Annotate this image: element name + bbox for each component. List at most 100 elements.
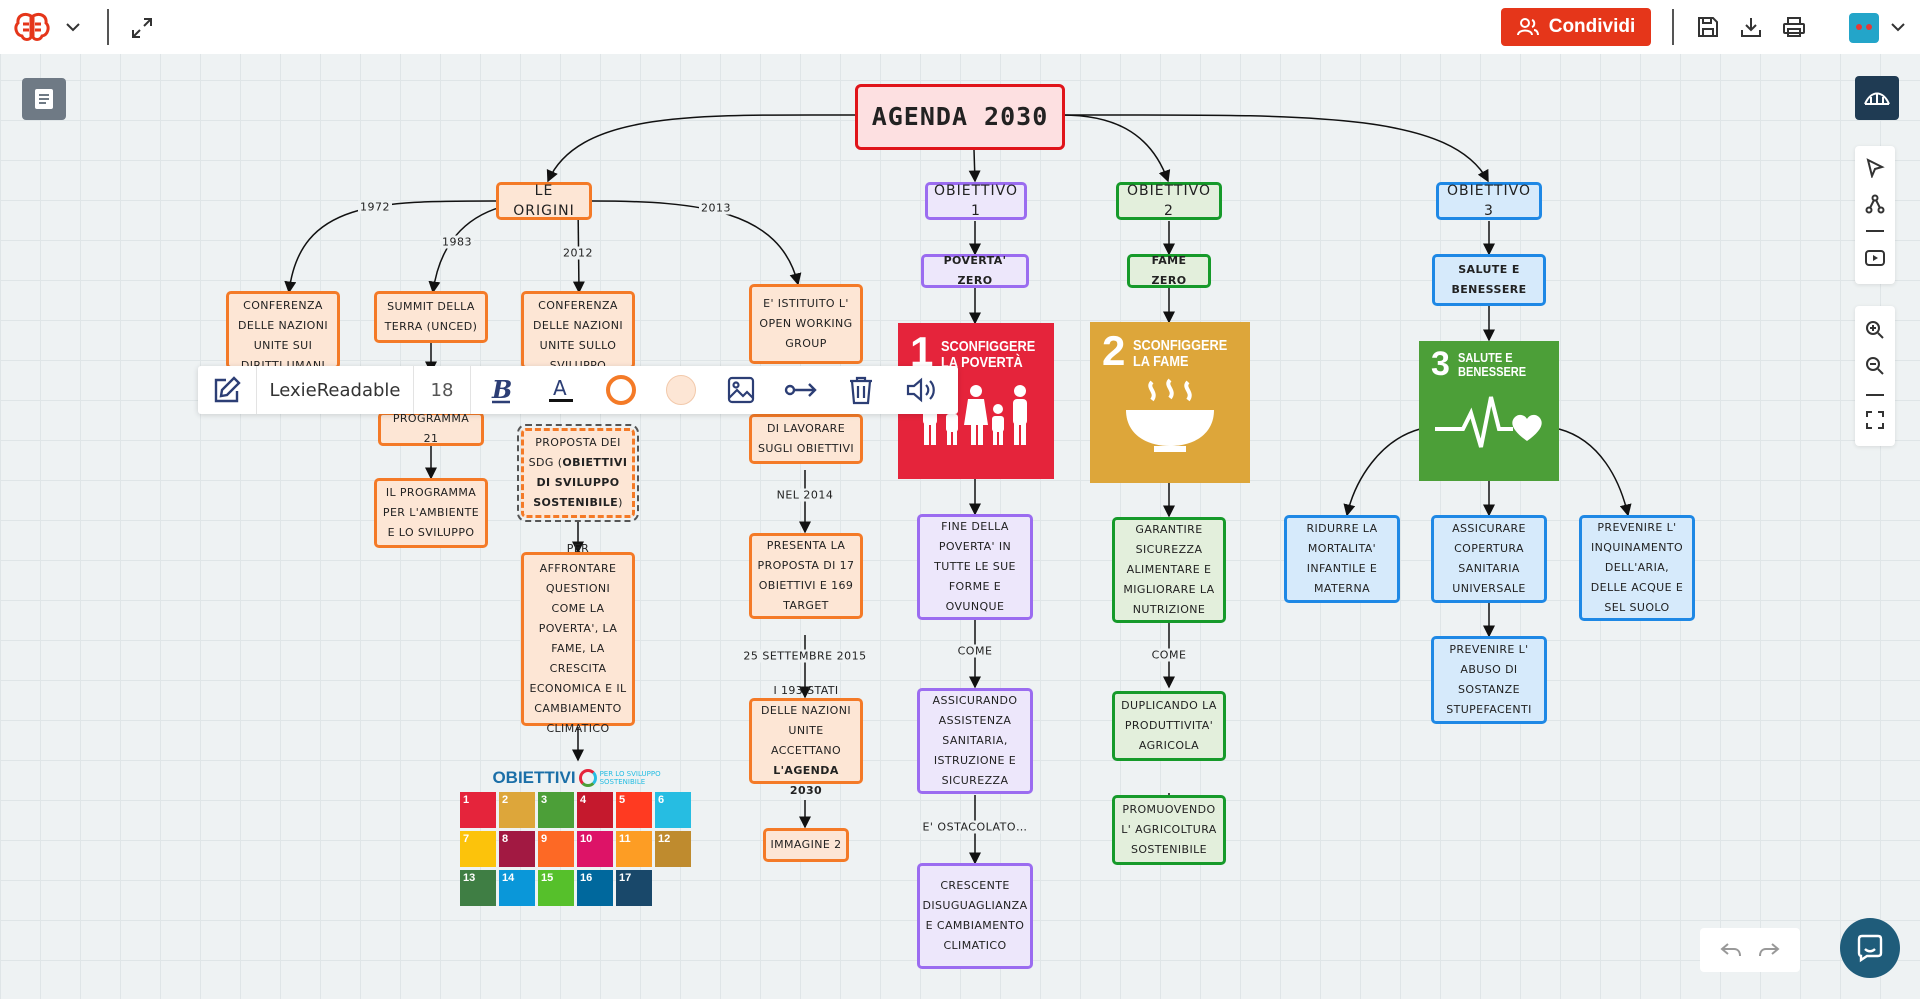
node-programma-ambiente[interactable]: IL PROGRAMMA PER L'AMBIENTE E LO SVILUPP…: [374, 478, 488, 548]
trash-icon: [850, 376, 872, 405]
edge-label: NEL 2014: [774, 488, 836, 502]
sdg-tile: 15: [538, 870, 574, 906]
node-copertura[interactable]: ASSICURARE COPERTURA SANITARIA UNIVERSAL…: [1431, 515, 1547, 603]
fill-color-swatch: [666, 375, 696, 405]
node-poverta-zero[interactable]: POVERTA' ZERO: [921, 254, 1029, 288]
connector-icon: [784, 383, 817, 397]
image-button[interactable]: [711, 366, 771, 414]
node-crescente[interactable]: CRESCENTE DISUGUAGLIANZA E CAMBIAMENTO C…: [917, 863, 1033, 969]
edge-label: 1972: [358, 200, 392, 214]
edge-label: COME: [1149, 648, 1189, 662]
node-stati[interactable]: I 193 STATI DELLE NAZIONI UNITE ACCETTAN…: [749, 684, 863, 797]
font-size-select[interactable]: 18: [430, 379, 454, 401]
node-assicurando[interactable]: ASSICURANDO ASSISTENZA SANITARIA, ISTRUZ…: [917, 688, 1033, 794]
sdg-tile: 9: [538, 831, 574, 867]
node-proposta-sdg[interactable]: PROPOSTA DEI SDG (OBIETTIVI DI SVILUPPO …: [517, 424, 639, 522]
edge-label: 25 SETTEMBRE 2015: [741, 649, 869, 663]
node-objective-2[interactable]: OBIETTIVO 2: [1116, 182, 1222, 220]
node-programma21[interactable]: PROGRAMMA 21: [378, 412, 484, 446]
node-conf-diritti[interactable]: CONFERENZA DELLE NAZIONI UNITE SUI DIRIT…: [226, 291, 340, 369]
node-lavorare[interactable]: DI LAVORARE SUGLI OBIETTIVI: [749, 414, 863, 464]
chevron-down-icon[interactable]: [1887, 18, 1909, 36]
node-promuovendo[interactable]: PROMUOVENDO L' AGRICOLTURA SOSTENIBILE: [1112, 795, 1226, 865]
cursor-icon[interactable]: [1863, 156, 1887, 180]
node-fame-zero[interactable]: FAME ZERO: [1127, 254, 1211, 288]
document-icon: [35, 89, 53, 109]
notes-button[interactable]: [22, 78, 66, 120]
fit-screen-icon[interactable]: [1863, 408, 1887, 432]
node-summit[interactable]: SUMMIT DELLA TERRA (UNCED): [374, 291, 488, 343]
edge-label: E' OSTACOLATO…: [920, 820, 1030, 834]
speak-button[interactable]: [891, 366, 951, 414]
share-button[interactable]: Condividi: [1501, 8, 1651, 46]
sdg-tile: 12: [655, 831, 691, 867]
brain-icon[interactable]: [12, 10, 52, 44]
download-icon[interactable]: [1736, 12, 1766, 42]
node-garantire[interactable]: GARANTIRE SICUREZZA ALIMENTARE E MIGLIOR…: [1112, 517, 1226, 623]
nodes-icon[interactable]: [1863, 192, 1887, 216]
node-objective-3[interactable]: OBIETTIVO 3: [1436, 182, 1542, 220]
zoom-in-icon[interactable]: [1863, 318, 1887, 342]
sdg-tile: 2: [499, 792, 535, 828]
node-presenta[interactable]: PRESENTA LA PROPOSTA DI 17 OBIETTIVI E 1…: [749, 533, 863, 619]
node-working-group[interactable]: E' ISTITUITO L' OPEN WORKING GROUP: [749, 284, 863, 364]
node-immagine2[interactable]: IMMAGINE 2: [763, 828, 849, 862]
save-icon[interactable]: [1693, 12, 1723, 42]
share-label: Condividi: [1548, 16, 1636, 37]
node-conf-sviluppo[interactable]: CONFERENZA DELLE NAZIONI UNITE SULLO SVI…: [521, 291, 635, 369]
sdg-tile: 10: [577, 831, 613, 867]
node-ridurre[interactable]: RIDURRE LA MORTALITA' INFANTILE E MATERN…: [1284, 515, 1400, 603]
users-icon: [1516, 18, 1539, 36]
divider: [1866, 230, 1884, 232]
border-color-swatch: [606, 375, 636, 405]
edge-label: 2013: [699, 201, 733, 215]
connect-button[interactable]: [771, 366, 831, 414]
avatar[interactable]: [1849, 13, 1879, 43]
fill-color-button[interactable]: [651, 366, 711, 414]
node-salute-benessere[interactable]: SALUTE E BENESSERE: [1432, 254, 1546, 306]
speaker-icon: [906, 377, 935, 403]
chat-button[interactable]: [1840, 918, 1900, 978]
undo-redo-bar: [1700, 928, 1800, 972]
bold-button[interactable]: B: [471, 366, 531, 414]
root-node[interactable]: AGENDA 2030: [855, 84, 1065, 150]
sdg-tile: 5: [616, 792, 652, 828]
divider: [107, 9, 109, 45]
chevron-down-icon[interactable]: [62, 18, 84, 36]
edge-label: COME: [955, 644, 995, 658]
node-duplicando[interactable]: DUPLICANDO LA PRODUTTIVITA' AGRICOLA: [1112, 691, 1226, 761]
font-family-select[interactable]: LexieReadable: [269, 379, 401, 401]
bold-icon: B: [491, 376, 512, 404]
sdg-ring-icon: [578, 769, 597, 787]
node-abuso[interactable]: PREVENIRE L' ABUSO DI SOSTANZE STUPEFACE…: [1431, 636, 1547, 724]
print-icon[interactable]: [1779, 12, 1809, 42]
format-toolbar: LexieReadable 18 B A: [198, 366, 958, 414]
zoom-out-icon[interactable]: [1863, 354, 1887, 378]
edit-button[interactable]: [198, 366, 256, 414]
expand-icon[interactable]: [128, 14, 156, 42]
node-affrontare[interactable]: PER AFFRONTARE QUESTIONI COME LA POVERTA…: [521, 542, 635, 735]
video-icon[interactable]: [1863, 246, 1887, 270]
bowl-icon: [1126, 378, 1214, 452]
undo-icon[interactable]: [1718, 938, 1744, 962]
redo-icon[interactable]: [1756, 938, 1782, 962]
edge-label: 1983: [440, 235, 474, 249]
svg-text:A: A: [553, 376, 567, 400]
heartbeat-icon: [1435, 396, 1542, 448]
sdg-tile: 3: [538, 792, 574, 828]
delete-button[interactable]: [831, 366, 891, 414]
text-color-button[interactable]: A: [531, 366, 591, 414]
node-origins[interactable]: LE ORIGINI: [496, 182, 592, 220]
zoom-toolbar: [1855, 306, 1895, 446]
node-inquinamento[interactable]: PREVENIRE L' INQUINAMENTO DELL'ARIA, DEL…: [1579, 515, 1695, 621]
divider: [1672, 9, 1674, 45]
sdg-tile: 6: [655, 792, 691, 828]
node-fine-poverta[interactable]: FINE DELLA POVERTA' IN TUTTE LE SUE FORM…: [917, 514, 1033, 620]
border-color-button[interactable]: [591, 366, 651, 414]
presentation-button[interactable]: [1855, 76, 1899, 120]
node-objective-1[interactable]: OBIETTIVO 1: [925, 182, 1027, 220]
